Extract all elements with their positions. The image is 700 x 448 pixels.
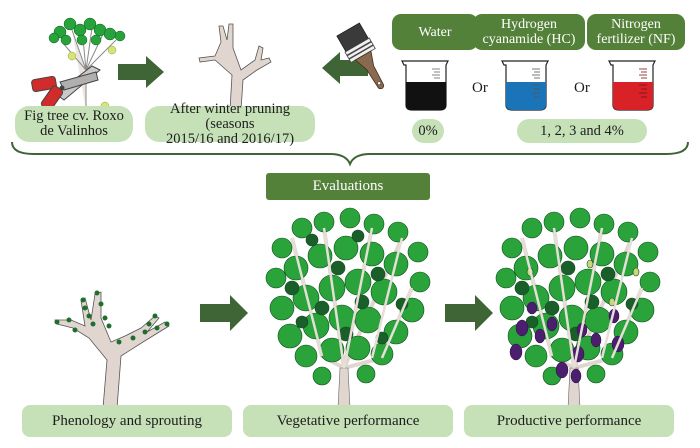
treatment-header-water: Water [392,14,478,50]
evaluation-phenology-sprouting: Phenology and sprouting [22,405,232,437]
beaker-water-icon [401,60,449,111]
beaker-nitrogen-fertilizer-icon [608,60,656,111]
dose-water-label: 0% [412,119,444,143]
arrow-right-icon [445,295,493,331]
beaker-liquid [406,82,446,110]
pruned-tree-illustration [198,23,272,111]
arrow-right-icon [118,56,164,88]
dose-chemicals-label: 1, 2, 3 and 4% [517,119,647,143]
paintbrush-icon [336,22,385,90]
or-label-2: Or [574,80,590,96]
fig-tree-with-shears-illustration [31,17,126,111]
evaluations-header: Evaluations [266,173,430,200]
curly-brace-connector [11,141,689,167]
or-label-1: Or [472,80,488,96]
beaker-hydrogen-cyanamide-icon [501,60,549,111]
arrow-right-icon [200,295,248,331]
evaluation-productive-performance: Productive performance [464,405,674,437]
sprouting-tree-illustration [54,290,170,409]
leafy-tree-illustration [265,207,431,409]
evaluation-vegetative-performance: Vegetative performance [243,405,453,437]
fruiting-tree-illustration [495,207,661,409]
